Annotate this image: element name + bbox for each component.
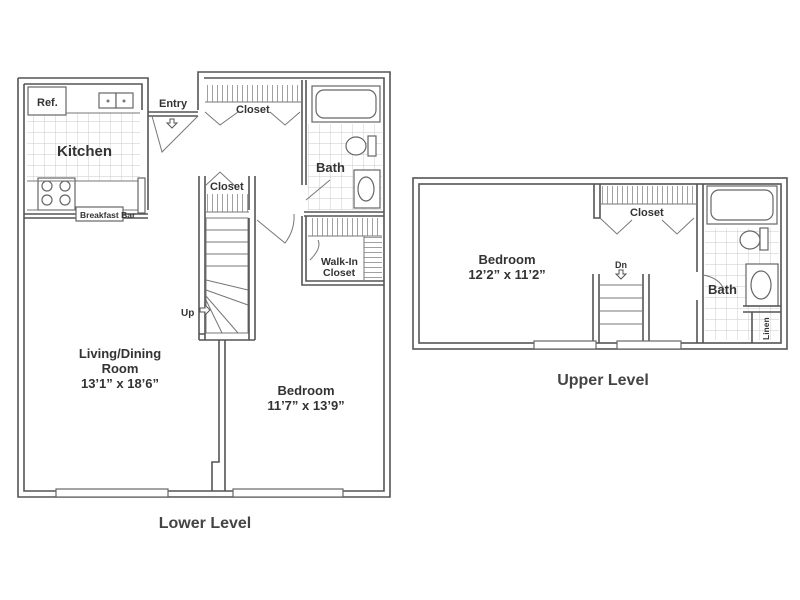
upper-bedroom-dimensions: 12’2” x 11’2” [468, 267, 545, 282]
upper-closet-label: Closet [630, 207, 664, 219]
stairs-down-label: Dn [615, 260, 627, 270]
linen-closet-label: Linen [761, 317, 771, 340]
walk-in-closet-label-2: Closet [323, 267, 356, 279]
stair-closet-label: Closet [210, 181, 244, 193]
entry-door[interactable] [148, 111, 199, 153]
breakfast-bar [75, 206, 124, 222]
entry-closet-label: Closet [236, 104, 270, 116]
upper-level-plan: Bedroom 12’2” x 11’2” Closet Dn Bath Lin… [412, 177, 788, 389]
stairs-down[interactable] [592, 269, 650, 343]
walk-in-closet-label: Walk-In [321, 256, 358, 268]
stairs-up-label: Up [181, 308, 194, 319]
windows [55, 488, 344, 498]
kitchen-label: Kitchen [57, 143, 112, 160]
sink-icon [750, 270, 772, 300]
living-room-label-2: Room [102, 361, 139, 376]
living-room-label: Living/Dining [79, 346, 161, 361]
upper-windows [533, 340, 682, 350]
toilet-icon [739, 230, 761, 250]
lower-bedroom-dimensions: 11’7” x 13’9” [267, 398, 344, 413]
lower-bath [304, 85, 384, 217]
lower-bedroom-label: Bedroom [277, 383, 334, 398]
refrigerator-label: Ref. [37, 97, 58, 109]
refrigerator-icon [27, 86, 67, 116]
upper-closet [593, 184, 696, 235]
stairs-up[interactable] [199, 210, 256, 341]
hall-door[interactable] [256, 213, 295, 244]
upper-level-caption: Upper Level [557, 372, 649, 389]
upper-bath-label: Bath [708, 282, 737, 297]
entry-arrow-icon [165, 118, 179, 129]
lower-bath-label: Bath [316, 160, 345, 175]
lower-level-caption: Lower Level [159, 515, 251, 532]
sink-icon [357, 176, 375, 202]
entry-label: Entry [159, 98, 188, 110]
entry-closet [204, 80, 307, 185]
walk-in-closet [301, 216, 384, 286]
down-arrow-icon [614, 269, 628, 280]
stair-closet [198, 171, 256, 340]
breakfast-bar-label: Breakfast Bar [80, 210, 136, 220]
kitchen-room [24, 86, 148, 222]
lower-level-plan: Ref. Kitchen Breakfast Bar Entry Closet … [17, 71, 391, 532]
toilet-icon [345, 136, 367, 156]
upper-bath [696, 184, 781, 343]
upper-bedroom-label: Bedroom [478, 252, 535, 267]
living-room-dimensions: 13’1” x 18’6” [81, 376, 159, 391]
up-arrow-icon [199, 303, 211, 317]
